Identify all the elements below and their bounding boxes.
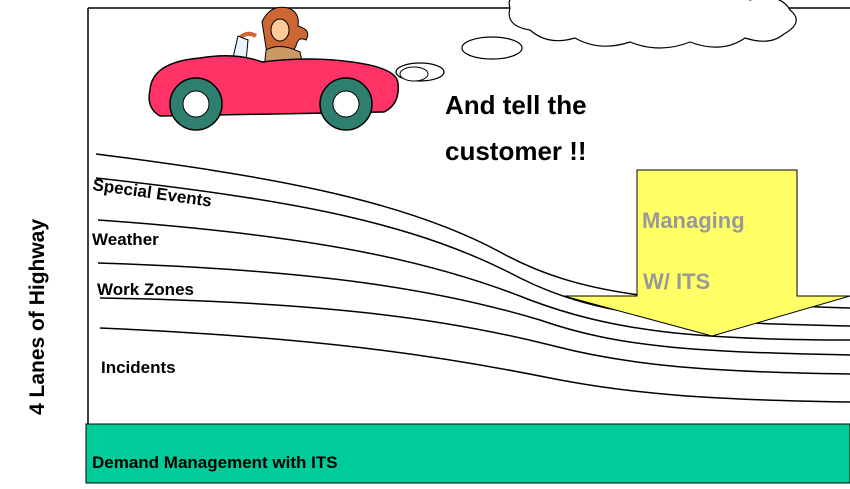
callout-line-1: And tell the <box>445 90 587 120</box>
lane-label-incidents: Incidents <box>101 358 176 377</box>
car-wheel-front <box>169 77 223 131</box>
lane-label-work-zones: Work Zones <box>97 280 194 299</box>
exhaust-puff <box>399 66 429 82</box>
demand-management-label: Demand Management with ITS <box>92 453 338 472</box>
axis-label-lanes: 4 Lanes of Highway <box>26 219 49 415</box>
thought-cloud-icon <box>395 0 797 82</box>
lane-line-6 <box>99 327 850 403</box>
lane-line-4 <box>97 262 850 356</box>
lane-label-weather: Weather <box>92 230 159 249</box>
callout-line-2: customer !! <box>445 136 587 166</box>
lane-label-special-events: Special Events <box>91 175 212 211</box>
red-convertible-car-icon <box>148 6 429 131</box>
demand-management-bar <box>85 423 850 484</box>
arrow-label-line-1: Managing <box>642 208 745 233</box>
arrow-shape <box>563 169 850 337</box>
managing-arrow: Managing W/ ITS <box>563 169 850 337</box>
car-wheel-rear <box>319 77 373 131</box>
lane-line-5 <box>99 297 850 375</box>
arrow-label-line-2: W/ ITS <box>643 269 710 294</box>
